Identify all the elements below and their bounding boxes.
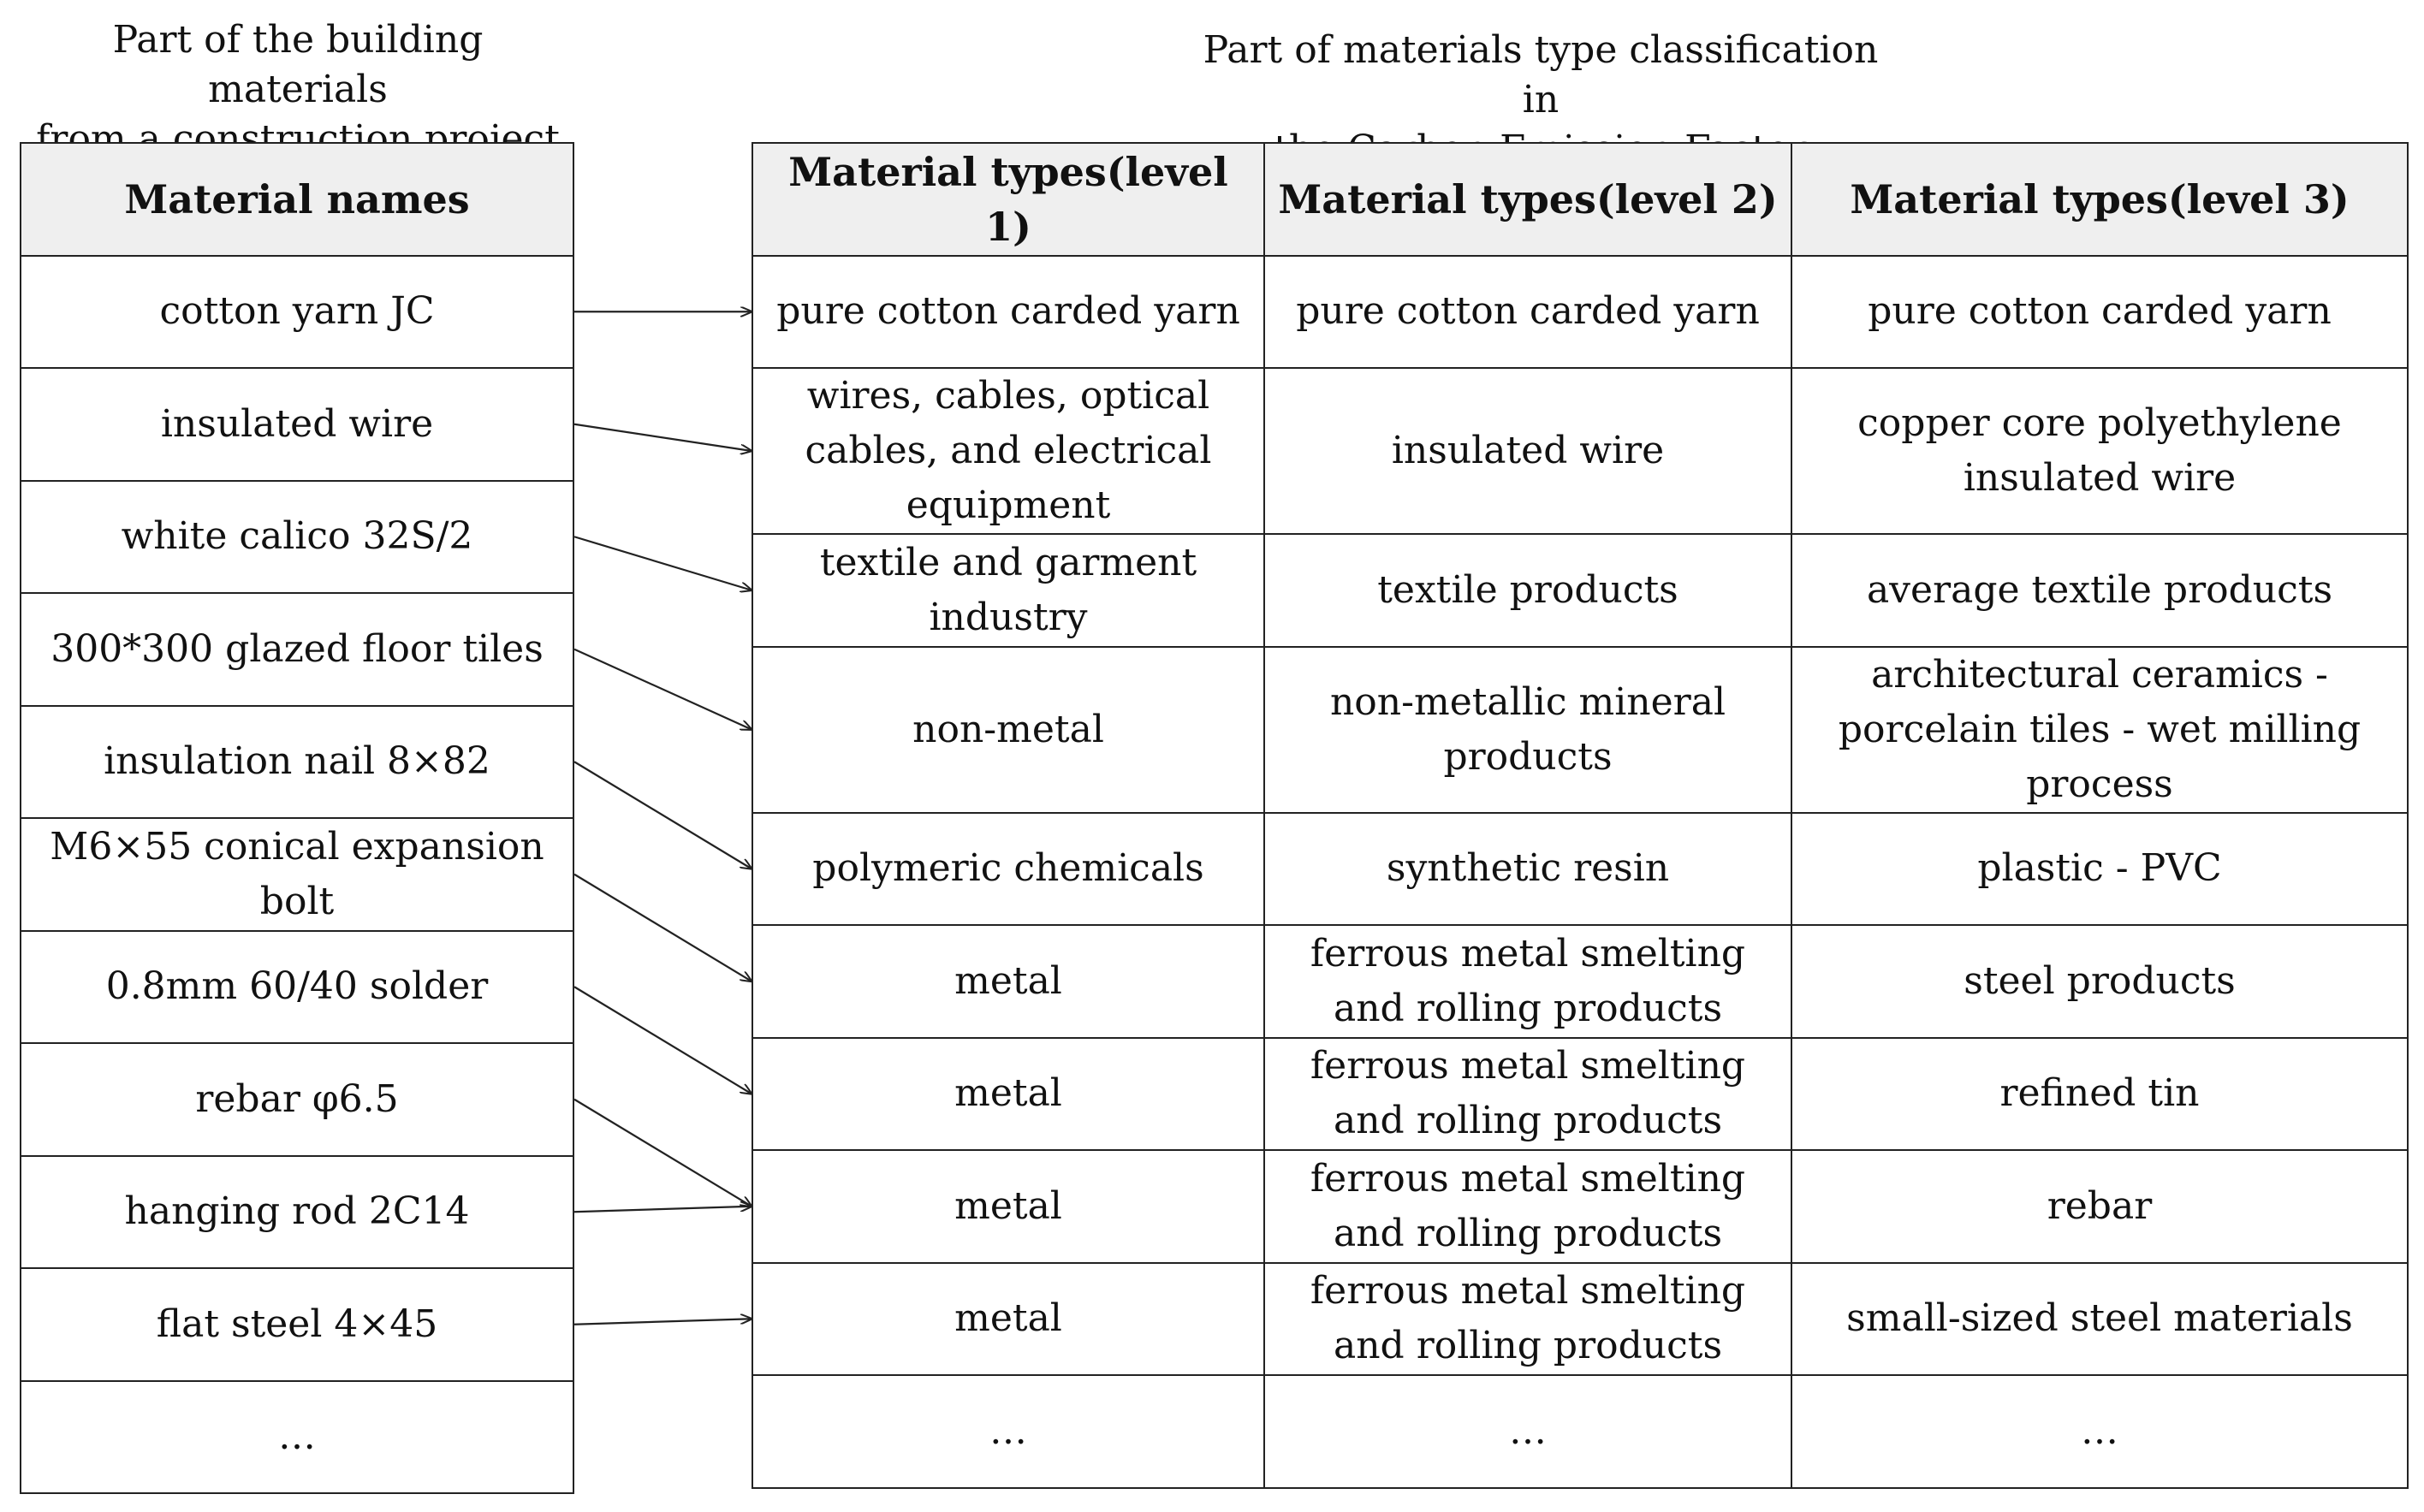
mapping-arrow [573,423,752,451]
table-row: … … … [752,1374,2409,1489]
level-2-cell: … [1263,1374,1792,1489]
material-name-cell: cotton yarn JC [20,254,574,369]
level-2-header: Material types(level 2) [1263,142,1792,257]
table-header-row: Material names [20,142,574,257]
level-3-cell: copper core polyethylene insulated wire [1791,367,2409,535]
level-3-cell: rebar [1791,1149,2409,1264]
table-row: rebar φ6.5 [20,1042,574,1157]
level-1-cell: non-metal [752,645,1265,814]
level-1-cell: wires, cables, optical cables, and elect… [752,367,1265,535]
right-caption-line-1: Part of materials type classification in [1203,28,1879,122]
mapping-arrow [573,1207,752,1213]
level-1-cell: metal [752,924,1265,1039]
level-1-cell: metal [752,1036,1265,1151]
table-row: hanging rod 2C14 [20,1154,574,1269]
mapping-arrow [573,1319,752,1325]
mapping-arrow [573,873,752,981]
table-row: non-metal non-metallic mineral products … [752,645,2409,814]
level-3-cell: small-sized steel materials [1791,1261,2409,1376]
table-row: cotton yarn JC [20,254,574,369]
level-1-header: Material types(level 1) [752,142,1265,257]
level-2-cell: ferrous metal smelting and rolling produ… [1263,1261,1792,1376]
mapping-arrow [573,1098,752,1207]
table-row: white calico 32S/2 [20,479,574,594]
material-types-table: Material types(level 1) Material types(l… [752,142,2409,1489]
table-row: polymeric chemicals synthetic resin plas… [752,811,2409,926]
mapping-arrow [573,986,752,1094]
table-row: flat steel 4×45 [20,1267,574,1382]
table-header-row: Material types(level 1) Material types(l… [752,142,2409,257]
level-2-cell: pure cotton carded yarn [1263,254,1792,369]
table-row: M6×55 conical expansion bolt [20,817,574,932]
material-names-header: Material names [20,142,574,257]
table-row: metal ferrous metal smelting and rolling… [752,1036,2409,1151]
material-name-cell: 300*300 glazed floor tiles [20,592,574,707]
material-name-cell: hanging rod 2C14 [20,1154,574,1269]
left-caption-line-1: Part of the building materials [112,18,484,111]
material-name-cell: insulation nail 8×82 [20,704,574,819]
table-row: insulation nail 8×82 [20,704,574,819]
level-2-cell: insulated wire [1263,367,1792,535]
level-2-cell: ferrous metal smelting and rolling produ… [1263,1149,1792,1264]
table-row: metal ferrous metal smelting and rolling… [752,1261,2409,1376]
material-name-cell: … [20,1379,574,1494]
material-name-cell: insulated wire [20,367,574,482]
level-2-cell: non-metallic mineral products [1263,645,1792,814]
table-row: … [20,1379,574,1494]
material-name-cell: white calico 32S/2 [20,479,574,594]
material-name-cell: flat steel 4×45 [20,1267,574,1382]
table-row: 0.8mm 60/40 solder [20,929,574,1044]
level-3-cell: refined tin [1791,1036,2409,1151]
level-3-cell: steel products [1791,924,2409,1039]
table-row: insulated wire [20,367,574,482]
level-2-cell: textile products [1263,533,1792,648]
level-1-cell: metal [752,1261,1265,1376]
level-1-cell: metal [752,1149,1265,1264]
table-row: metal ferrous metal smelting and rolling… [752,924,2409,1039]
mapping-arrow [573,536,752,590]
material-names-table: Material names cotton yarn JC insulated … [20,142,574,1494]
level-3-cell: plastic - PVC [1791,811,2409,926]
table-row: pure cotton carded yarn pure cotton card… [752,254,2409,369]
table-row: metal ferrous metal smelting and rolling… [752,1149,2409,1264]
material-name-cell: rebar φ6.5 [20,1042,574,1157]
level-3-cell: architectural ceramics - porcelain tiles… [1791,645,2409,814]
level-1-cell: pure cotton carded yarn [752,254,1265,369]
level-3-cell: pure cotton carded yarn [1791,254,2409,369]
table-row: textile and garment industry textile pro… [752,533,2409,648]
table-row: wires, cables, optical cables, and elect… [752,367,2409,535]
material-name-cell: 0.8mm 60/40 solder [20,929,574,1044]
level-1-cell: textile and garment industry [752,533,1265,648]
material-name-cell: M6×55 conical expansion bolt [20,817,574,932]
level-3-cell: … [1791,1374,2409,1489]
mapping-arrow [573,648,752,730]
level-2-cell: ferrous metal smelting and rolling produ… [1263,1036,1792,1151]
level-2-cell: ferrous metal smelting and rolling produ… [1263,924,1792,1039]
mapping-arrow [573,761,752,869]
level-1-cell: polymeric chemicals [752,811,1265,926]
level-3-header: Material types(level 3) [1791,142,2409,257]
level-1-cell: … [752,1374,1265,1489]
table-row: 300*300 glazed floor tiles [20,592,574,707]
level-2-cell: synthetic resin [1263,811,1792,926]
level-3-cell: average textile products [1791,533,2409,648]
